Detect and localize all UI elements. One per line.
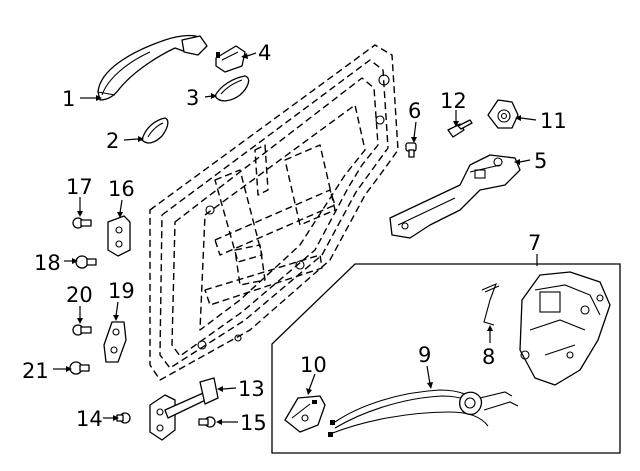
door-check [149, 377, 219, 441]
bolt-21 [69, 361, 90, 375]
handle-pad-lower [141, 117, 169, 144]
callout-2: 2 [106, 129, 119, 153]
handle-frame [389, 154, 521, 239]
bolt-17 [72, 217, 92, 229]
handle-pad-upper [214, 75, 250, 102]
bracket-19 [103, 321, 127, 363]
bolt-6 [405, 142, 417, 158]
bolt-20 [72, 324, 92, 336]
callout-9: 9 [418, 343, 431, 367]
outside-handle [97, 34, 208, 101]
callout-16: 16 [108, 177, 135, 201]
callout-12: 12 [440, 89, 467, 113]
callout-5: 5 [534, 149, 547, 173]
door-frame-outline [149, 44, 399, 381]
striker [487, 99, 519, 129]
screw-12 [447, 119, 473, 138]
callout-3: 3 [186, 86, 199, 110]
callout-17: 17 [66, 175, 93, 199]
callout-15: 15 [240, 411, 267, 435]
callout-10: 10 [300, 353, 327, 377]
callout-11: 11 [540, 109, 567, 133]
inside-handle-bracket [284, 395, 326, 433]
callout-1: 1 [62, 87, 75, 111]
callout-7: 7 [528, 231, 541, 255]
handle-cap [215, 45, 246, 73]
bolt-15 [198, 416, 216, 428]
leader-lines [53, 52, 538, 425]
callout-14: 14 [76, 407, 103, 431]
callout-13: 13 [238, 377, 265, 401]
bracket-16 [107, 215, 131, 257]
latch-cables [328, 389, 519, 437]
door-latch-actuator [519, 271, 611, 386]
callout-18: 18 [34, 251, 61, 275]
lock-rod [481, 282, 500, 326]
callout-labels: 1 2 3 4 5 6 7 8 9 10 11 12 13 14 15 16 1… [22, 41, 567, 435]
bolt-14 [116, 412, 131, 424]
callout-6: 6 [408, 99, 421, 123]
callout-19: 19 [108, 279, 135, 303]
callout-21: 21 [22, 359, 49, 383]
callout-8: 8 [482, 345, 495, 369]
callout-4: 4 [258, 41, 271, 65]
bolt-18 [75, 255, 97, 269]
callout-20: 20 [66, 283, 93, 307]
